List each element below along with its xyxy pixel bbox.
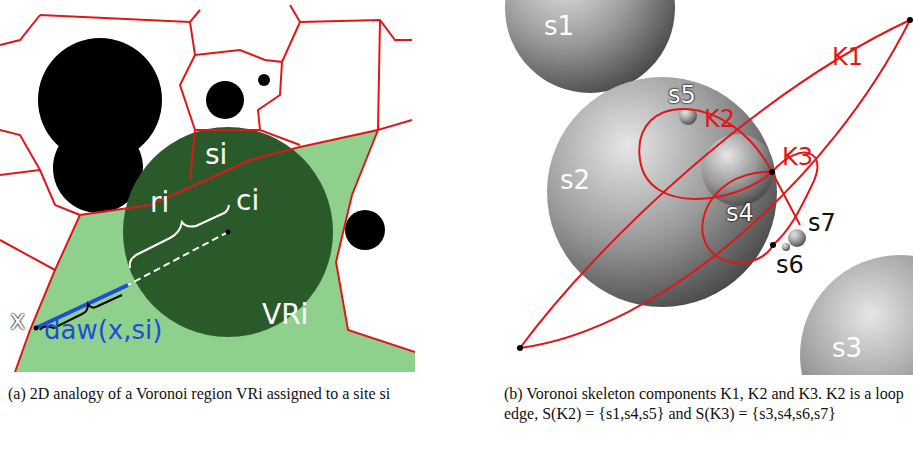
distance-label: daw(x,si) xyxy=(44,316,162,345)
voronoi-2d xyxy=(0,5,415,372)
curve-label: K1 xyxy=(832,44,863,70)
sphere-label: s5 xyxy=(668,82,696,108)
curve-label: K3 xyxy=(782,144,813,170)
sphere-label: s3 xyxy=(832,334,862,363)
center-label: ci xyxy=(236,186,259,217)
region-label: VRi xyxy=(262,300,308,331)
caption: (a) 2D analogy of a Voronoi region VRi a… xyxy=(8,384,413,404)
caption: (b) Voronoi skeleton components K1, K2 a… xyxy=(504,384,909,424)
point-label: x xyxy=(10,306,25,335)
radius-label: ri xyxy=(150,188,169,219)
curve-label: K2 xyxy=(704,106,735,132)
sphere-label: s6 xyxy=(776,252,804,278)
sphere-label: s7 xyxy=(808,210,836,236)
skeleton-3d xyxy=(505,0,913,375)
sphere-label: s1 xyxy=(544,12,574,41)
sphere-label: s4 xyxy=(726,200,754,226)
site-label: si xyxy=(205,140,227,171)
sphere-label: s2 xyxy=(560,166,590,195)
